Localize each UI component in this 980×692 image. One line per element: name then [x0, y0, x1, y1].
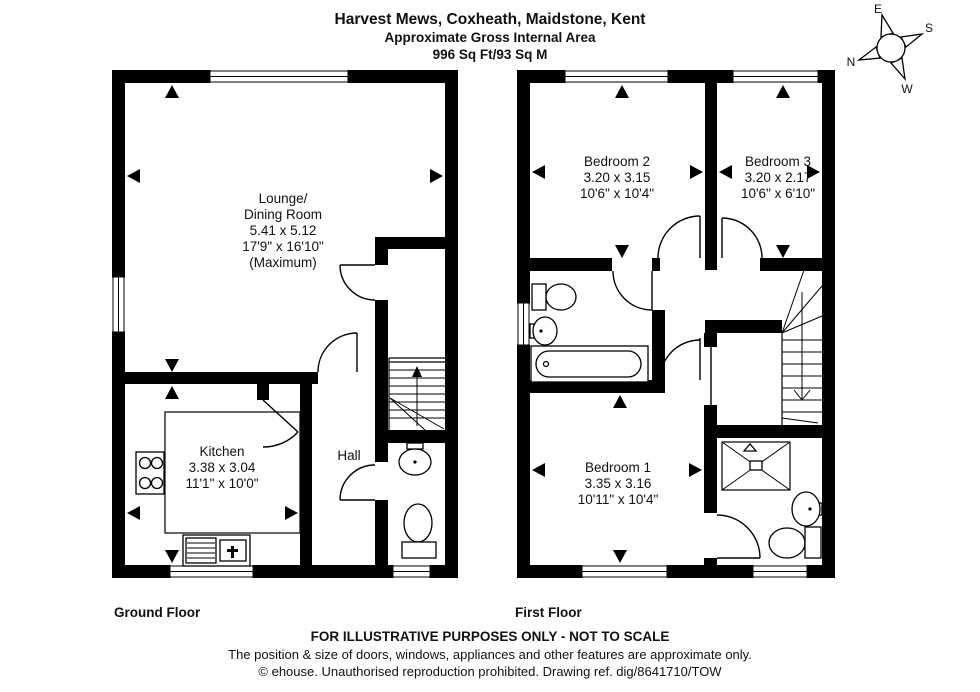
- svg-text:5.41 x 5.12: 5.41 x 5.12: [250, 223, 317, 238]
- ground-floor-labels: Lounge/ Dining Room 5.41 x 5.12 17'9" x …: [185, 191, 360, 491]
- compass-label-s: S: [925, 21, 933, 35]
- compass-rose: E S N W: [847, 2, 933, 96]
- ground-floor-plan: Lounge/ Dining Room 5.41 x 5.12 17'9" x …: [112, 70, 458, 620]
- svg-text:3.20 x 3.15: 3.20 x 3.15: [584, 170, 651, 185]
- footer: FOR ILLUSTRATIVE PURPOSES ONLY - NOT TO …: [228, 629, 752, 679]
- window-top: [209, 70, 349, 83]
- kitchen-label: Kitchen: [199, 444, 244, 459]
- window-kitchen: [169, 565, 254, 578]
- ensuite-toilet-icon: [768, 526, 822, 559]
- svg-text:11'1" x 10'0": 11'1" x 10'0": [185, 476, 258, 491]
- svg-text:(Maximum): (Maximum): [249, 255, 317, 270]
- ensuite-basin-icon: [791, 491, 823, 527]
- hob-icon: [135, 451, 165, 495]
- svg-text:Dining Room: Dining Room: [244, 207, 322, 222]
- first-floor-labels: Bedroom 2 3.20 x 3.15 10'6" x 10'4" Bedr…: [578, 154, 815, 507]
- shower-icon: [721, 441, 791, 491]
- ensuite-door: [716, 514, 761, 559]
- header: Harvest Mews, Coxheath, Maidstone, Kent …: [335, 11, 646, 62]
- wc-basin-icon: [398, 442, 432, 476]
- bedroom1-door: [659, 338, 701, 381]
- first-floor-dim-arrows: [532, 85, 820, 563]
- footer-disclaimer: FOR ILLUSTRATIVE PURPOSES ONLY - NOT TO …: [311, 629, 670, 644]
- bedroom3-door: [721, 217, 763, 259]
- first-floor-windows: [517, 70, 819, 578]
- kitchen-fixtures: [135, 411, 301, 567]
- svg-text:3.38 x 3.04: 3.38 x 3.04: [189, 460, 256, 475]
- svg-text:10'11" x 10'4": 10'11" x 10'4": [578, 492, 659, 507]
- first-floor-walls: [517, 70, 835, 578]
- stairs-down-arrow: [793, 292, 811, 401]
- page-title: Harvest Mews, Coxheath, Maidstone, Kent: [335, 11, 646, 28]
- bathroom-toilet-icon: [531, 283, 577, 311]
- bath-icon: [530, 345, 649, 383]
- bathroom-fixtures: [529, 283, 649, 383]
- window-ensuite: [752, 565, 808, 578]
- svg-text:3.35 x 3.16: 3.35 x 3.16: [585, 476, 652, 491]
- first-floor-title: First Floor: [515, 605, 582, 620]
- window-bathroom: [517, 302, 530, 346]
- svg-text:3.20 x 2.17: 3.20 x 2.17: [745, 170, 812, 185]
- worktop-outline: [164, 411, 301, 534]
- ground-floor-windows: [112, 70, 431, 578]
- wc-toilet-icon: [401, 503, 437, 559]
- compass-label-n: N: [847, 55, 856, 69]
- window-bedroom1: [581, 565, 668, 578]
- stairs-up-arrow: [412, 366, 422, 377]
- wc-door: [339, 464, 376, 501]
- footer-note: The position & size of doors, windows, a…: [228, 647, 752, 662]
- bathroom-basin-icon: [529, 316, 558, 346]
- ground-floor-walls: [112, 70, 458, 578]
- page-subtitle: Approximate Gross Internal Area: [384, 30, 596, 45]
- cupboard-door: [339, 264, 376, 301]
- window-bedroom2: [564, 70, 669, 83]
- ground-floor-dim-arrows: [127, 85, 443, 563]
- window-bedroom3: [732, 70, 819, 83]
- page-area: 996 Sq Ft/93 Sq M: [433, 47, 548, 62]
- bedroom2-label: Bedroom 2: [584, 154, 650, 169]
- svg-text:10'6" x 10'4": 10'6" x 10'4": [580, 186, 654, 201]
- compass-circle: [876, 33, 906, 63]
- footer-copyright: © ehouse. Unauthorised reproduction proh…: [258, 664, 722, 679]
- ground-floor-doors: [262, 264, 376, 501]
- bedroom3-label: Bedroom 3: [745, 154, 811, 169]
- ensuite-fixtures: [721, 441, 823, 559]
- kitchen-door: [262, 399, 299, 448]
- bedroom1-label: Bedroom 1: [585, 460, 651, 475]
- ground-floor-title: Ground Floor: [114, 605, 201, 620]
- ground-floor-stairs: [388, 357, 445, 432]
- compass-label-e: E: [874, 2, 882, 16]
- lounge-hall-door: [317, 332, 358, 373]
- bedroom2-door: [657, 215, 701, 259]
- first-floor-stairs: [781, 269, 823, 425]
- hall-label: Hall: [337, 448, 360, 463]
- window-wc: [392, 565, 431, 578]
- sink-icon: [182, 534, 251, 567]
- first-floor-doors: [612, 215, 763, 559]
- lounge-label: Lounge/: [259, 191, 308, 206]
- window-left: [112, 276, 125, 333]
- bathroom-door: [612, 270, 653, 311]
- svg-text:17'9" x 16'10": 17'9" x 16'10": [242, 239, 324, 254]
- svg-text:10'6" x 6'10": 10'6" x 6'10": [741, 186, 815, 201]
- wc-fixtures: [398, 442, 437, 559]
- first-floor-plan: Bedroom 2 3.20 x 3.15 10'6" x 10'4" Bedr…: [515, 70, 835, 620]
- compass-label-w: W: [901, 82, 913, 96]
